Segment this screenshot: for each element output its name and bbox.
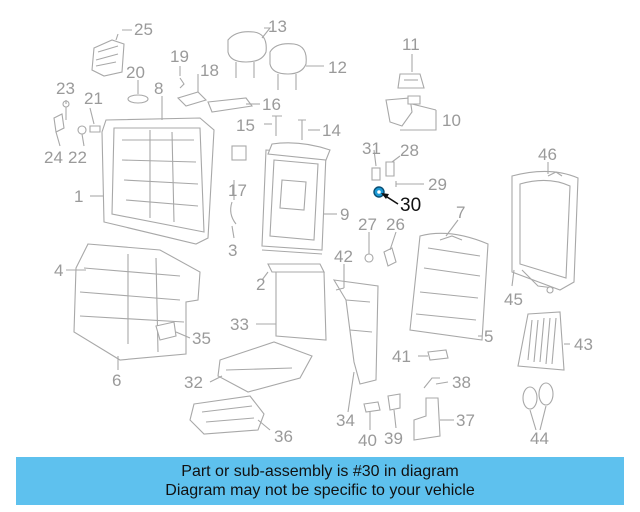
callout-37: 37 bbox=[456, 411, 475, 430]
callout-14: 14 bbox=[322, 121, 341, 140]
callout-9: 9 bbox=[340, 205, 349, 224]
callout-7: 7 bbox=[456, 203, 465, 222]
callout-22: 22 bbox=[68, 148, 87, 167]
callout-4: 4 bbox=[54, 261, 63, 280]
callout-33: 33 bbox=[230, 315, 249, 334]
callout-26: 26 bbox=[386, 215, 405, 234]
callout-32: 32 bbox=[184, 373, 203, 392]
callout-39: 39 bbox=[384, 429, 403, 448]
callout-3: 3 bbox=[228, 241, 237, 260]
callout-34: 34 bbox=[336, 411, 355, 430]
callout-29: 29 bbox=[428, 175, 447, 194]
callout-21: 21 bbox=[84, 89, 103, 108]
callout-13: 13 bbox=[268, 17, 287, 36]
callout-35: 35 bbox=[192, 329, 211, 348]
callout-27: 27 bbox=[358, 215, 377, 234]
parts-diagram: 25 13 12 19 18 20 16 15 14 8 23 21 24 22… bbox=[44, 17, 593, 450]
callout-44: 44 bbox=[530, 429, 549, 448]
callout-19: 19 bbox=[170, 47, 189, 66]
callout-23: 23 bbox=[56, 79, 75, 98]
callout-17: 17 bbox=[228, 181, 247, 200]
callout-30: 30 bbox=[400, 195, 421, 216]
callout-28: 28 bbox=[400, 141, 419, 160]
callout-24: 24 bbox=[44, 148, 63, 167]
callout-12: 12 bbox=[328, 58, 347, 77]
banner-line-disclaimer: Diagram may not be specific to your vehi… bbox=[165, 482, 475, 499]
callout-10: 10 bbox=[442, 111, 461, 130]
callout-6: 6 bbox=[112, 371, 121, 390]
callout-41: 41 bbox=[392, 347, 411, 366]
callout-11: 11 bbox=[402, 35, 420, 54]
callout-1: 1 bbox=[74, 187, 83, 206]
callout-46: 46 bbox=[538, 145, 557, 164]
callout-43: 43 bbox=[574, 335, 593, 354]
callout-45: 45 bbox=[504, 290, 523, 309]
callout-2: 2 bbox=[256, 275, 265, 294]
callout-5: 5 bbox=[484, 327, 493, 346]
highlight-arrow-30 bbox=[381, 193, 399, 205]
callout-16: 16 bbox=[262, 95, 281, 114]
callout-31: 31 bbox=[362, 139, 381, 158]
callout-15: 15 bbox=[236, 116, 255, 135]
info-banner: Part or sub-assembly is #30 in diagram D… bbox=[16, 457, 624, 505]
callout-labels: 25 13 12 19 18 20 16 15 14 8 23 21 24 22… bbox=[44, 17, 593, 450]
leader-lines bbox=[55, 27, 570, 431]
seat-parts-drawing bbox=[53, 31, 579, 441]
callout-38: 38 bbox=[452, 373, 471, 392]
callout-40: 40 bbox=[358, 431, 377, 450]
banner-line-part: Part or sub-assembly is #30 in diagram bbox=[181, 463, 459, 480]
callout-18: 18 bbox=[200, 61, 219, 80]
callout-20: 20 bbox=[126, 63, 145, 82]
callout-36: 36 bbox=[274, 427, 293, 446]
callout-8: 8 bbox=[154, 79, 163, 98]
callout-25: 25 bbox=[134, 20, 153, 39]
callout-42: 42 bbox=[334, 247, 353, 266]
